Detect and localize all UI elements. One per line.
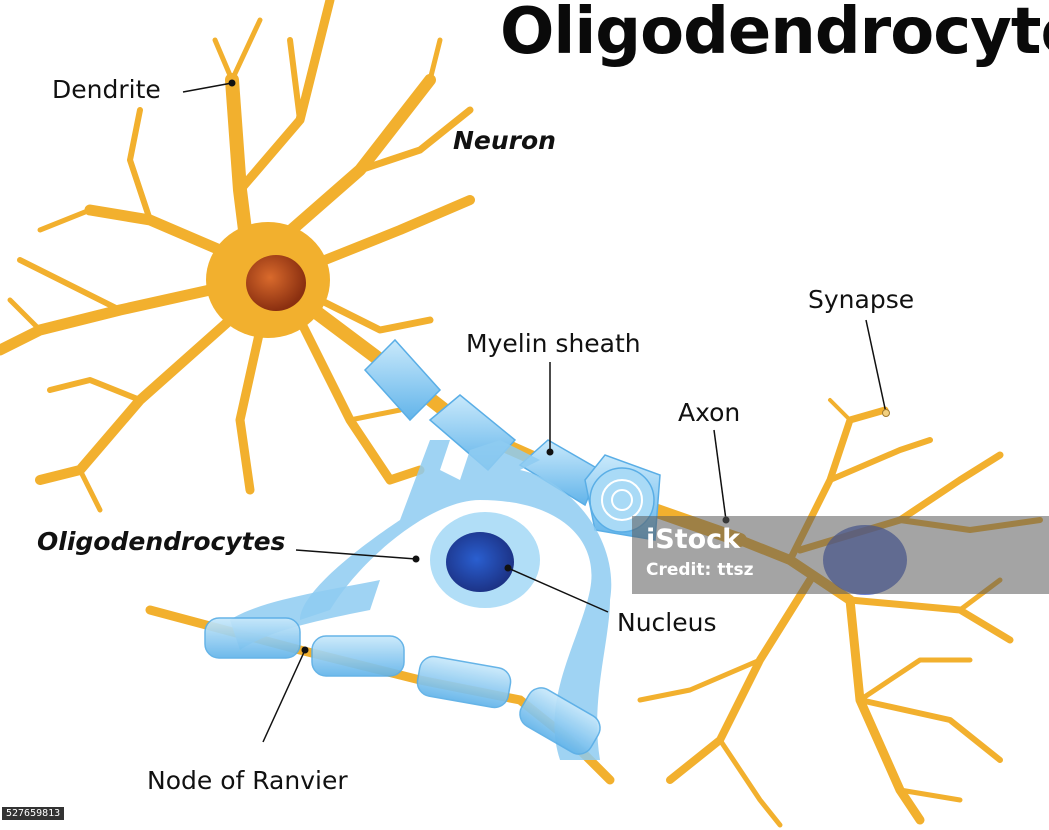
label-dendrite: Dendrite <box>52 75 161 104</box>
leader-lines <box>182 82 887 743</box>
label-myelin-sheath: Myelin sheath <box>466 329 641 358</box>
label-axon: Axon <box>678 398 741 427</box>
watermark-credit: Credit: ttsz <box>646 560 754 580</box>
stock-id-badge: 527659813 <box>2 807 65 820</box>
label-node-of-ranvier: Node of Ranvier <box>147 766 348 795</box>
neuron-dendrites <box>0 0 475 513</box>
diagram-title: Oligodendrocyte <box>500 0 1049 69</box>
myelin-segments-lower <box>204 617 601 755</box>
label-oligodendrocytes: Oligodendrocytes <box>37 527 286 556</box>
watermark-logo: iStock <box>646 524 741 555</box>
label-nucleus: Nucleus <box>617 608 717 637</box>
stock-watermark: iStock Credit: ttsz <box>632 516 1049 594</box>
label-synapse: Synapse <box>808 285 915 314</box>
neuron-nucleus <box>246 255 306 311</box>
label-neuron: Neuron <box>453 126 556 155</box>
